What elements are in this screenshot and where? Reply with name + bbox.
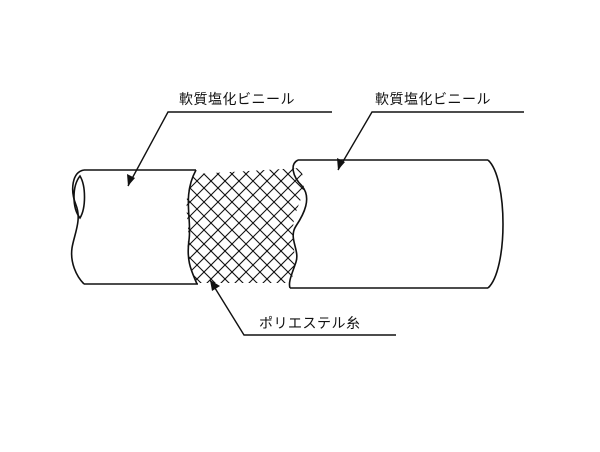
- inner-arrowhead: [127, 174, 135, 186]
- polyester-braid: [186, 168, 304, 285]
- inner-layer-label: 軟質塩化ビニール: [179, 92, 295, 108]
- outer-jacket: [288, 159, 504, 289]
- leader-arrowheads: [127, 158, 345, 291]
- inner-layer-leader: [127, 111, 332, 187]
- reinforcement-leader: [209, 279, 396, 336]
- outer-arrowhead: [337, 158, 345, 170]
- reinforcement-label: ポリエステル糸: [259, 316, 361, 332]
- reinforcement-arrowhead: [210, 280, 220, 291]
- outer-layer-label: 軟質塩化ビニール: [375, 92, 491, 108]
- outer-layer-leader: [337, 111, 524, 171]
- inner-tube: [70, 169, 198, 285]
- leader-lines: [127, 111, 524, 336]
